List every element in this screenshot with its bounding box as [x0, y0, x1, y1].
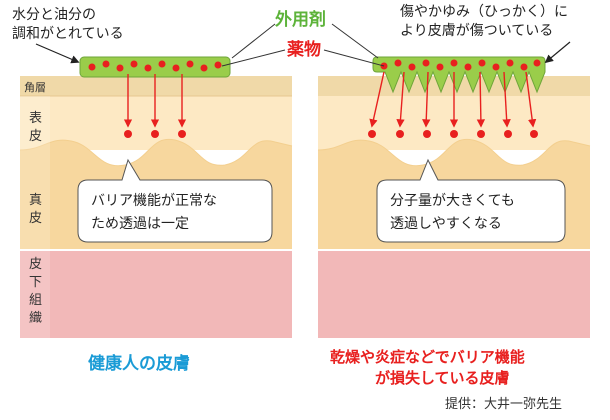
left-penetrated-drug-dots [124, 130, 186, 138]
top-labels: 水分と油分の 調和がとれている 傷やかゆみ（ひっかく）に より皮膚が傷ついている… [12, 4, 571, 67]
right-speech-bubble [376, 158, 566, 243]
left-subcutis-layer [20, 250, 292, 338]
left-penetration-arrows [123, 74, 187, 128]
topical-pointer-right [331, 23, 379, 59]
subcutis-label-1: 皮 [29, 257, 42, 272]
left-drug-dots [88, 60, 222, 72]
right-caption-line-2: が損失している皮膚 [375, 369, 510, 387]
subcutis-label-3: 組 [29, 293, 42, 308]
right-bubble-line-2: 透過しやすくなる [390, 216, 502, 232]
right-bubble-line-1: 分子量が大きくても [390, 193, 515, 209]
right-subcutis-layer [318, 250, 590, 338]
subcutis-label-2: 下 [29, 275, 42, 290]
left-epidermis-wave [19, 138, 293, 167]
left-skin-panel: 角層 表 皮 真 皮 皮 下 組 織 [19, 56, 293, 338]
epidermis-label-1: 表 [29, 111, 42, 126]
drug-pointer-right [323, 49, 385, 67]
left-bubble-line-2: ため透過は一定 [91, 216, 189, 232]
left-horny-layer [20, 76, 292, 96]
left-note-pointer [35, 43, 80, 64]
dermis-label-2: 皮 [29, 211, 42, 226]
credit-text: 提供：大井一弥先生 [445, 396, 562, 412]
right-skin-panel: 分子量が大きくても 透過しやすくなる [317, 56, 591, 338]
horny-layer-label: 角層 [24, 81, 46, 94]
right-caption-line-1: 乾燥や炎症などでバリア機能 [330, 348, 525, 366]
left-note-line-2: 調和がとれている [12, 26, 124, 42]
right-note-line-1: 傷やかゆみ（ひっかく）に [400, 4, 568, 20]
right-note-line-2: より皮膚が傷ついている [400, 23, 553, 39]
right-penetrated-drug-dots [368, 130, 538, 138]
left-speech-bubble [77, 158, 273, 243]
right-note-pointer [544, 41, 571, 64]
topical-agent-label: 外用剤 [275, 9, 326, 30]
drug-label: 薬物 [287, 39, 321, 60]
right-epidermis-wave [317, 138, 591, 167]
dermis-label-1: 真 [29, 193, 42, 208]
left-caption: 健康人の皮膚 [88, 353, 190, 374]
left-bubble-line-1: バリア機能が正常な [91, 193, 217, 209]
epidermis-label-2: 皮 [29, 129, 42, 144]
drug-pointer-left [221, 49, 286, 67]
left-note-line-1: 水分と油分の [12, 7, 96, 23]
right-drug-dots [380, 59, 541, 71]
subcutis-label-4: 織 [29, 311, 42, 326]
topical-pointer-left [231, 23, 276, 59]
right-penetration-arrows [369, 71, 537, 128]
